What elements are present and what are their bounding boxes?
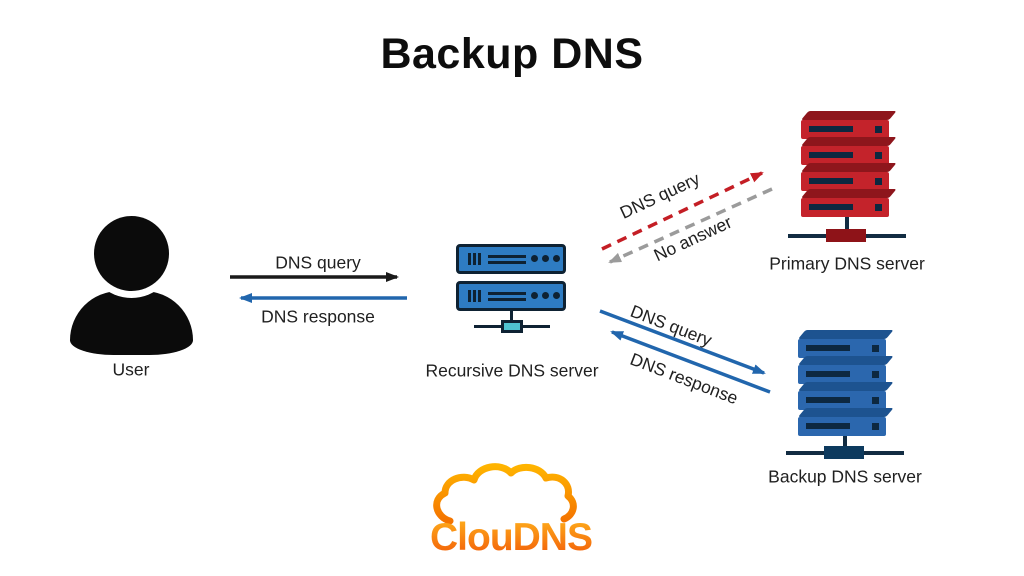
backup-dns-server-label: Backup DNS server <box>768 466 922 487</box>
arrow-dns-response-backup <box>610 330 771 394</box>
cloud-logo-icon <box>433 463 577 525</box>
cloudns-logo-wordmark: ClouDNS <box>430 516 593 559</box>
dns-query-user-label: DNS query <box>275 252 361 273</box>
arrow-dns-query-backup <box>599 309 766 375</box>
user-icon-body <box>70 291 193 355</box>
dns-response-user-label: DNS response <box>261 306 375 327</box>
recursive-dns-server-label: Recursive DNS server <box>425 360 599 381</box>
primary-dns-server-label: Primary DNS server <box>769 253 925 274</box>
user-label: User <box>112 359 150 380</box>
arrow-dns-query-primary <box>601 171 764 251</box>
arrow-no-answer-primary <box>608 187 773 264</box>
user-icon <box>94 216 169 291</box>
page-title: Backup DNS <box>380 30 644 78</box>
